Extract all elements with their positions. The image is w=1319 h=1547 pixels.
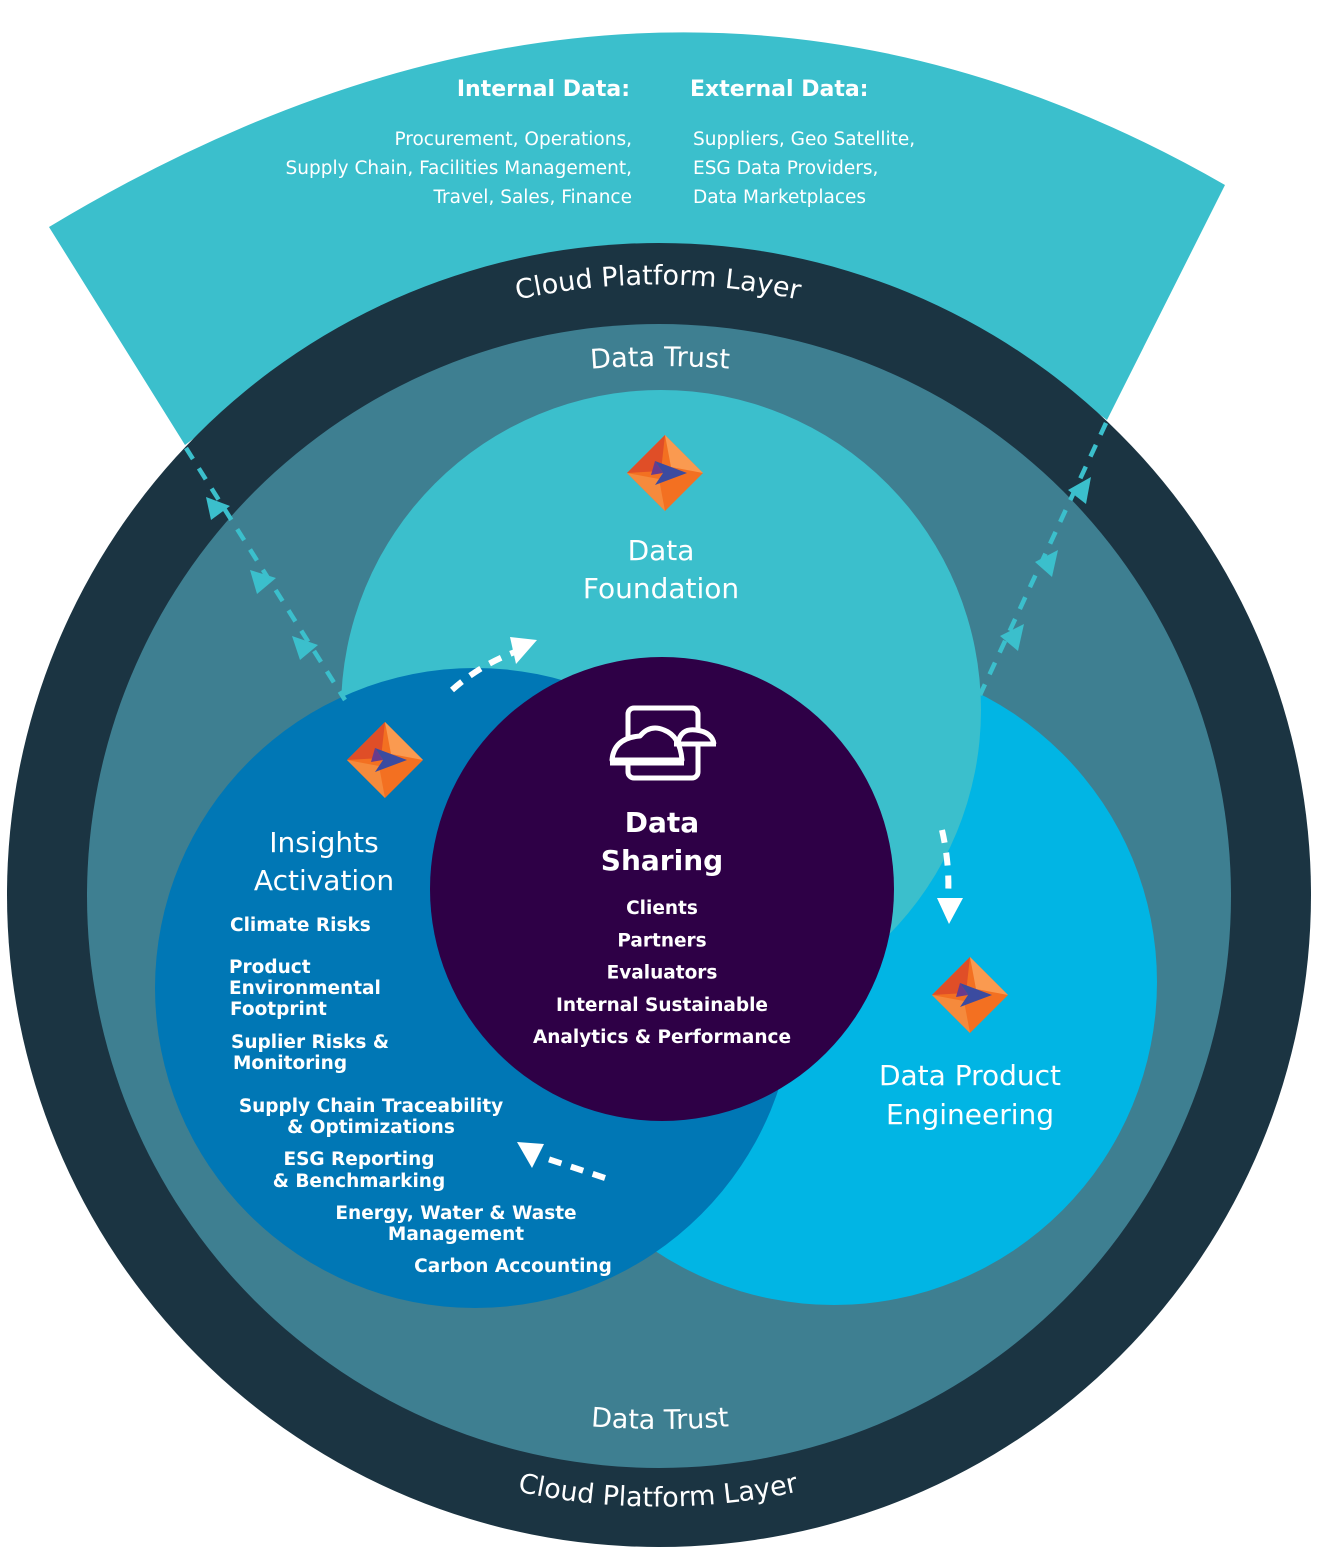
foundation-title-line: Foundation [583,572,739,605]
insights-item-line: Supply Chain Traceability [239,1096,503,1117]
foundation-title-line: Data [628,534,695,567]
data-trust-label-top: Data Trust [589,342,731,376]
insights-title-line: Insights [269,826,378,859]
insights-item-line: Energy, Water & Waste [335,1203,576,1224]
product-title-line: Data Product [879,1059,1061,1092]
insights-item-line: Footprint [230,999,327,1020]
white-arrow-to-product [937,829,963,924]
insights-item-line: Carbon Accounting [414,1256,612,1277]
data-trust-label-bottom: Data Trust [590,1402,729,1436]
external-data-title: External Data: [690,77,868,102]
external-data-line: Data Marketplaces [693,187,866,208]
teal-arrow-left [184,446,347,702]
product-title-line: Engineering [886,1098,1054,1131]
insights-item-line: Environmental [229,978,381,999]
internal-data-line: Procurement, Operations, [394,129,632,150]
data-sharing-text: DataSharingClientsPartnersEvaluatorsInte… [533,806,791,1048]
sharing-item: Clients [626,898,698,919]
insights-item-line: Product [229,957,311,978]
insights-item-line: & Optimizations [287,1117,455,1138]
insights-item-line: Monitoring [233,1053,347,1074]
insights-item-line: & Benchmarking [273,1171,445,1192]
insights-item-line: Climate Risks [230,915,371,936]
white-arrow-to-insights [517,1142,606,1181]
sharing-item: Analytics & Performance [533,1027,791,1048]
internal-data-line: Travel, Sales, Finance [432,187,632,208]
internal-data-title: Internal Data: [457,77,630,102]
white-arrow-to-foundation [450,637,537,693]
sharing-title-line: Data [625,806,699,839]
sharing-title-line: Sharing [601,844,723,877]
external-data-line: ESG Data Providers, [693,158,878,179]
external-data-line: Suppliers, Geo Satellite, [693,129,915,150]
sharing-item: Internal Sustainable [556,995,768,1016]
sharing-item: Evaluators [607,963,718,984]
insights-item-line: ESG Reporting [283,1149,434,1170]
screen-with-clouds-icon [609,705,717,781]
insights-item-line: Management [388,1224,524,1245]
data-sharing-circle [430,657,894,1121]
internal-data-line: Supply Chain, Facilities Management, [286,158,632,179]
teal-arrow-right [977,422,1109,696]
insights-title-line: Activation [254,864,394,897]
flow-arrows [184,422,1109,1181]
data-sources-text: Internal Data: Procurement, Operations, Su… [286,77,916,208]
insights-item-line: Suplier Risks & [231,1032,389,1053]
sharing-item: Partners [617,930,706,951]
